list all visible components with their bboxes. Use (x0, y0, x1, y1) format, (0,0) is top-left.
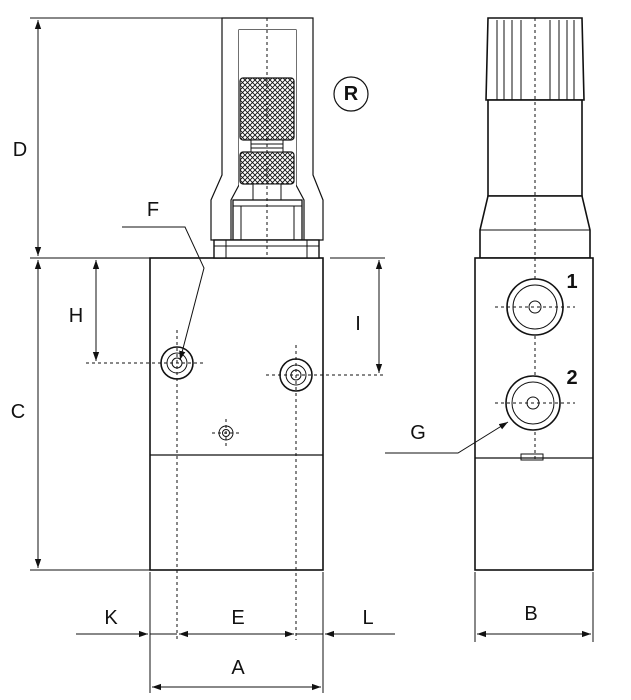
side-port-1 (495, 278, 575, 336)
leader-G (385, 421, 509, 454)
front-port-right (266, 358, 385, 392)
front-port-small (212, 419, 240, 447)
label-port-2: 2 (566, 367, 577, 389)
front-view (86, 17, 385, 640)
label-L: L (362, 607, 373, 629)
label-A: A (231, 657, 245, 679)
label-K: K (104, 607, 118, 629)
side-view (474, 17, 594, 571)
front-body (149, 257, 324, 571)
label-G: G (410, 422, 426, 444)
label-R: R (344, 83, 359, 105)
label-E: E (231, 607, 244, 629)
registered-mark: R (333, 76, 369, 112)
label-C: C (11, 401, 25, 423)
dimension-lines (30, 17, 594, 693)
label-H: H (69, 305, 83, 327)
side-body-notch (520, 453, 544, 461)
dimension-labels: D C H I F G K E L A B 1 2 R (11, 76, 578, 679)
label-D: D (13, 139, 27, 161)
label-F: F (147, 199, 159, 221)
label-port-1: 1 (566, 271, 577, 293)
label-B: B (524, 603, 537, 625)
leader-F (122, 226, 205, 361)
label-I: I (355, 313, 361, 335)
side-port-2 (495, 375, 575, 431)
handle-section (210, 17, 324, 259)
front-port-left (86, 346, 205, 380)
grip-ribs (496, 20, 575, 100)
